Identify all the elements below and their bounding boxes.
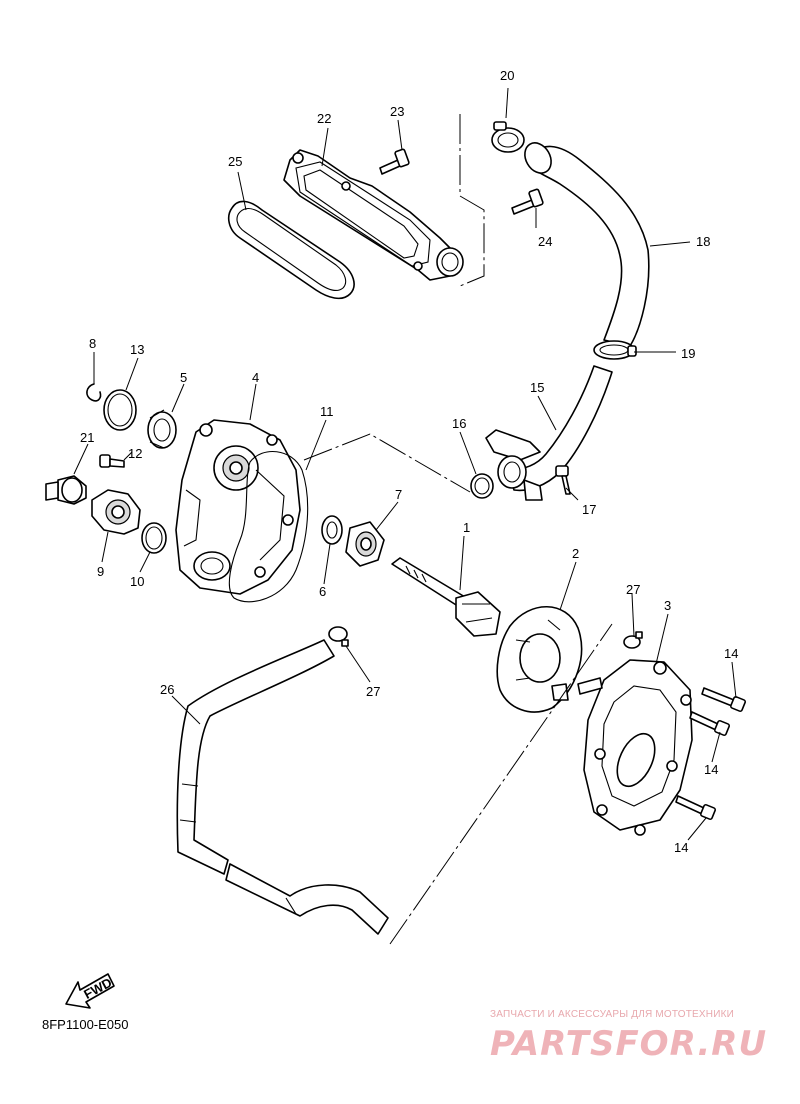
callout-6: 6 [319,584,326,599]
part-24-bolt [511,188,544,215]
part-17-bolt [555,465,571,495]
callout-10: 10 [130,574,144,589]
callout-12: 12 [128,446,142,461]
callout-15: 15 [530,380,544,395]
callout-14-c: 14 [674,840,688,855]
callout-9: 9 [97,564,104,579]
callout-13: 13 [130,342,144,357]
callout-20: 20 [500,68,514,83]
part-14-bolt-c [675,795,717,821]
callout-23: 23 [390,104,404,119]
part-13-o-ring [103,389,137,431]
part-27-clamp-lower [328,626,349,647]
part-11-gasket [228,450,309,603]
part-6-seal [321,515,343,545]
callout-11: 11 [320,404,334,419]
part-27-clamp-upper [623,631,643,649]
part-20-hose-clamp [491,121,525,153]
part-14-bolt-b [689,711,731,737]
callout-25: 25 [228,154,242,169]
part-2-cover-plate [496,605,583,713]
callout-24: 24 [538,234,552,249]
part-5-bearing [147,409,177,449]
part-9-housing [91,489,141,535]
watermark-logo: PARTSFOR.RU [490,1024,768,1064]
callout-2: 2 [572,546,579,561]
fwd-label: FWD [81,975,114,1002]
part-25-gasket [227,200,355,300]
part-16-o-ring [470,473,494,499]
part-12-bolt [99,454,125,468]
fwd-arrow-icon: FWD [65,973,115,1009]
callout-7: 7 [395,487,402,502]
callout-16: 16 [452,416,466,431]
part-21-sensor [45,475,87,505]
part-15-pipe [485,365,613,501]
callout-26: 26 [160,682,174,697]
callout-14-b: 14 [704,762,718,777]
part-3-pump-cover [577,659,693,836]
part-23-bolt [379,148,410,175]
callout-27-lower: 27 [366,684,380,699]
part-19-clamp [593,340,637,360]
part-26-hose [176,639,389,935]
callout-8: 8 [89,336,96,351]
callout-17: 17 [582,502,596,517]
part-14-bolt-a [701,687,747,713]
callout-3: 3 [664,598,671,613]
callout-22: 22 [317,111,331,126]
callout-4: 4 [252,370,259,385]
callout-19: 19 [681,346,695,361]
callout-5: 5 [180,370,187,385]
watermark-tagline: ЗАПЧАСТИ И АКСЕССУАРЫ ДЛЯ МОТОТЕХНИКИ [490,1009,735,1020]
part-7-mechanical-seal [345,521,385,567]
assembly-lines [303,114,613,945]
part-1-impeller-shaft [391,557,501,637]
callout-labels: 1 2 3 4 5 6 7 8 9 10 11 12 13 14 14 14 1… [80,68,738,855]
callout-21: 21 [80,430,94,445]
callout-14-a: 14 [724,646,738,661]
callout-18: 18 [696,234,710,249]
diagram-code: 8FP1100-E050 [42,1017,129,1032]
part-22-thermostat-cover [283,149,464,281]
callout-1: 1 [463,520,470,535]
leader-lines [73,87,737,841]
callout-27-upper: 27 [626,582,640,597]
part-4-pump-housing [175,419,301,595]
part-8-circlip [86,383,102,402]
